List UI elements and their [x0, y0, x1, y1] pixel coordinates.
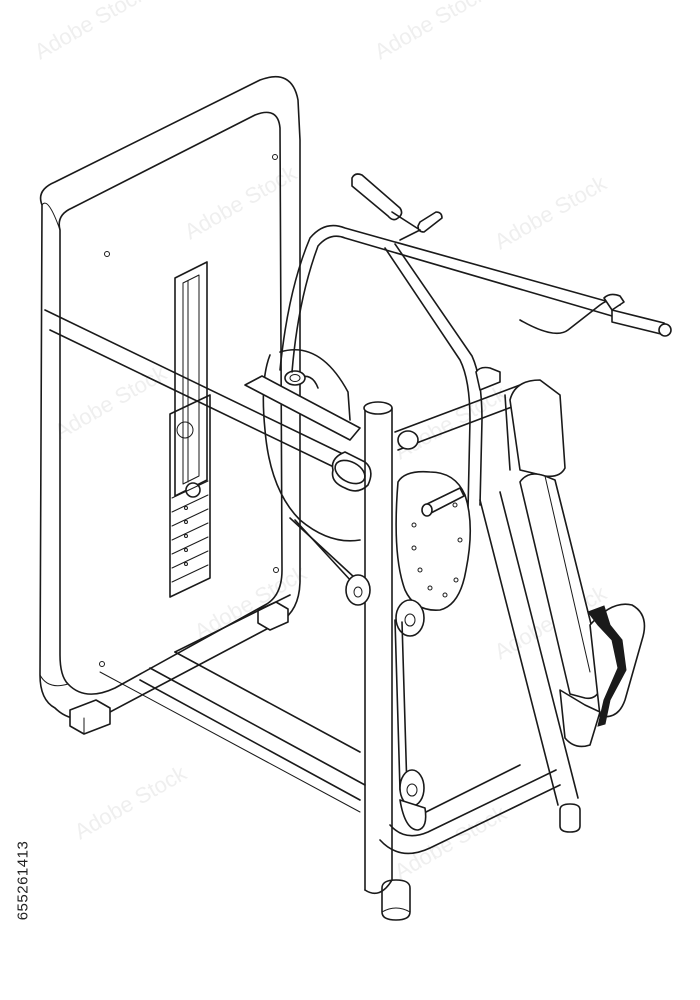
stock-id-text: 655261413 [14, 840, 32, 920]
weight-stack-slot [174, 261, 208, 497]
watermark-text: Adobe Stock [180, 160, 301, 245]
watermark-text: Adobe Stock [190, 560, 311, 645]
base-frame [99, 594, 581, 921]
back-panel [39, 75, 301, 720]
watermark-text: Adobe Stock [490, 170, 611, 255]
watermark-text: Adobe Stock [370, 0, 491, 64]
leg-pad-with-strap [559, 603, 646, 748]
lat-pulldown-handles [279, 173, 672, 511]
cam-plate [395, 470, 472, 611]
watermark-text: Adobe Stock [30, 0, 151, 64]
watermark-text: Adobe Stock [390, 380, 511, 465]
watermark-text: Adobe Stock [50, 360, 171, 445]
cam-wheel [244, 348, 361, 542]
top-crossbar [44, 309, 372, 492]
cable-system [289, 517, 427, 831]
weight-stack [169, 394, 211, 598]
back-pad [509, 379, 566, 478]
panel-feet [69, 601, 289, 735]
front-post [363, 401, 393, 895]
stock-image-id: 655261413 [8, 770, 38, 990]
watermark-text: Adobe Stock [70, 760, 191, 845]
pivot-axle [394, 366, 526, 451]
